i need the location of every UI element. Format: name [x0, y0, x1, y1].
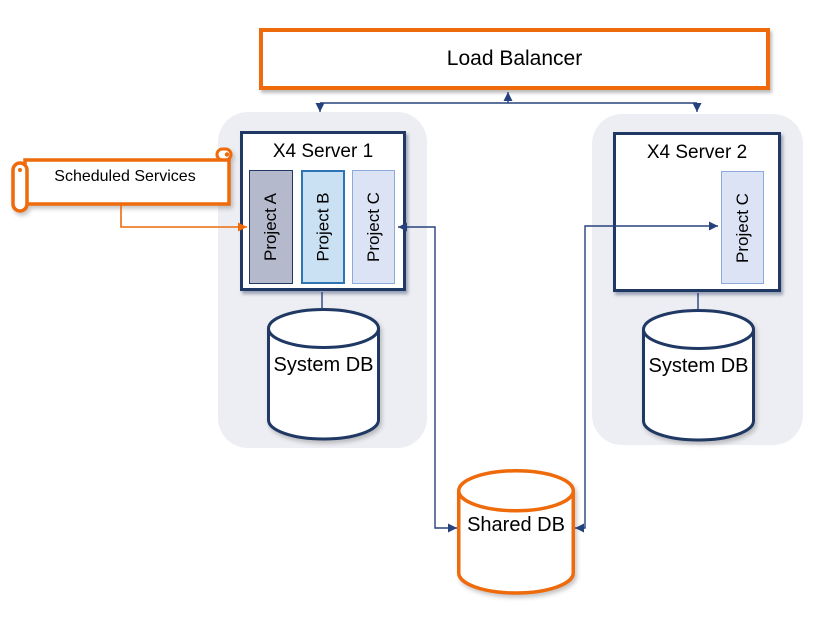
system-db-left-label: System DB: [273, 354, 374, 376]
shared-db-label: Shared DB: [467, 514, 565, 536]
system-db-right-label: System DB: [648, 355, 749, 377]
server1-box: X4 Server 1 Project A Project B Project …: [240, 131, 406, 291]
server1-project-c: Project C: [352, 170, 395, 284]
server1-project-a: Project A: [249, 170, 293, 284]
load-balancer-label: Load Balancer: [446, 47, 583, 70]
server2-box: X4 Server 2 Project C: [613, 132, 781, 292]
load-balancer-box: Load Balancer: [259, 28, 770, 90]
scheduled-services-label: Scheduled Services: [54, 168, 196, 185]
connector-lb-to-servers: [315, 92, 702, 112]
server1-project-b: Project B: [301, 170, 345, 284]
server2-title: X4 Server 2: [646, 142, 748, 163]
server1-project-a-label: Project A: [261, 192, 281, 262]
server1-title: X4 Server 1: [272, 141, 374, 162]
shared-db-cylinder-icon: [457, 469, 575, 595]
scheduled-services-scroll-icon: [11, 147, 233, 213]
server2-project-c: Project C: [721, 171, 764, 284]
server1-project-b-label: Project B: [313, 192, 333, 262]
system-db-left-cylinder-icon: [267, 308, 380, 441]
server2-project-c-label: Project C: [732, 192, 752, 263]
server1-project-c-label: Project C: [363, 192, 383, 262]
